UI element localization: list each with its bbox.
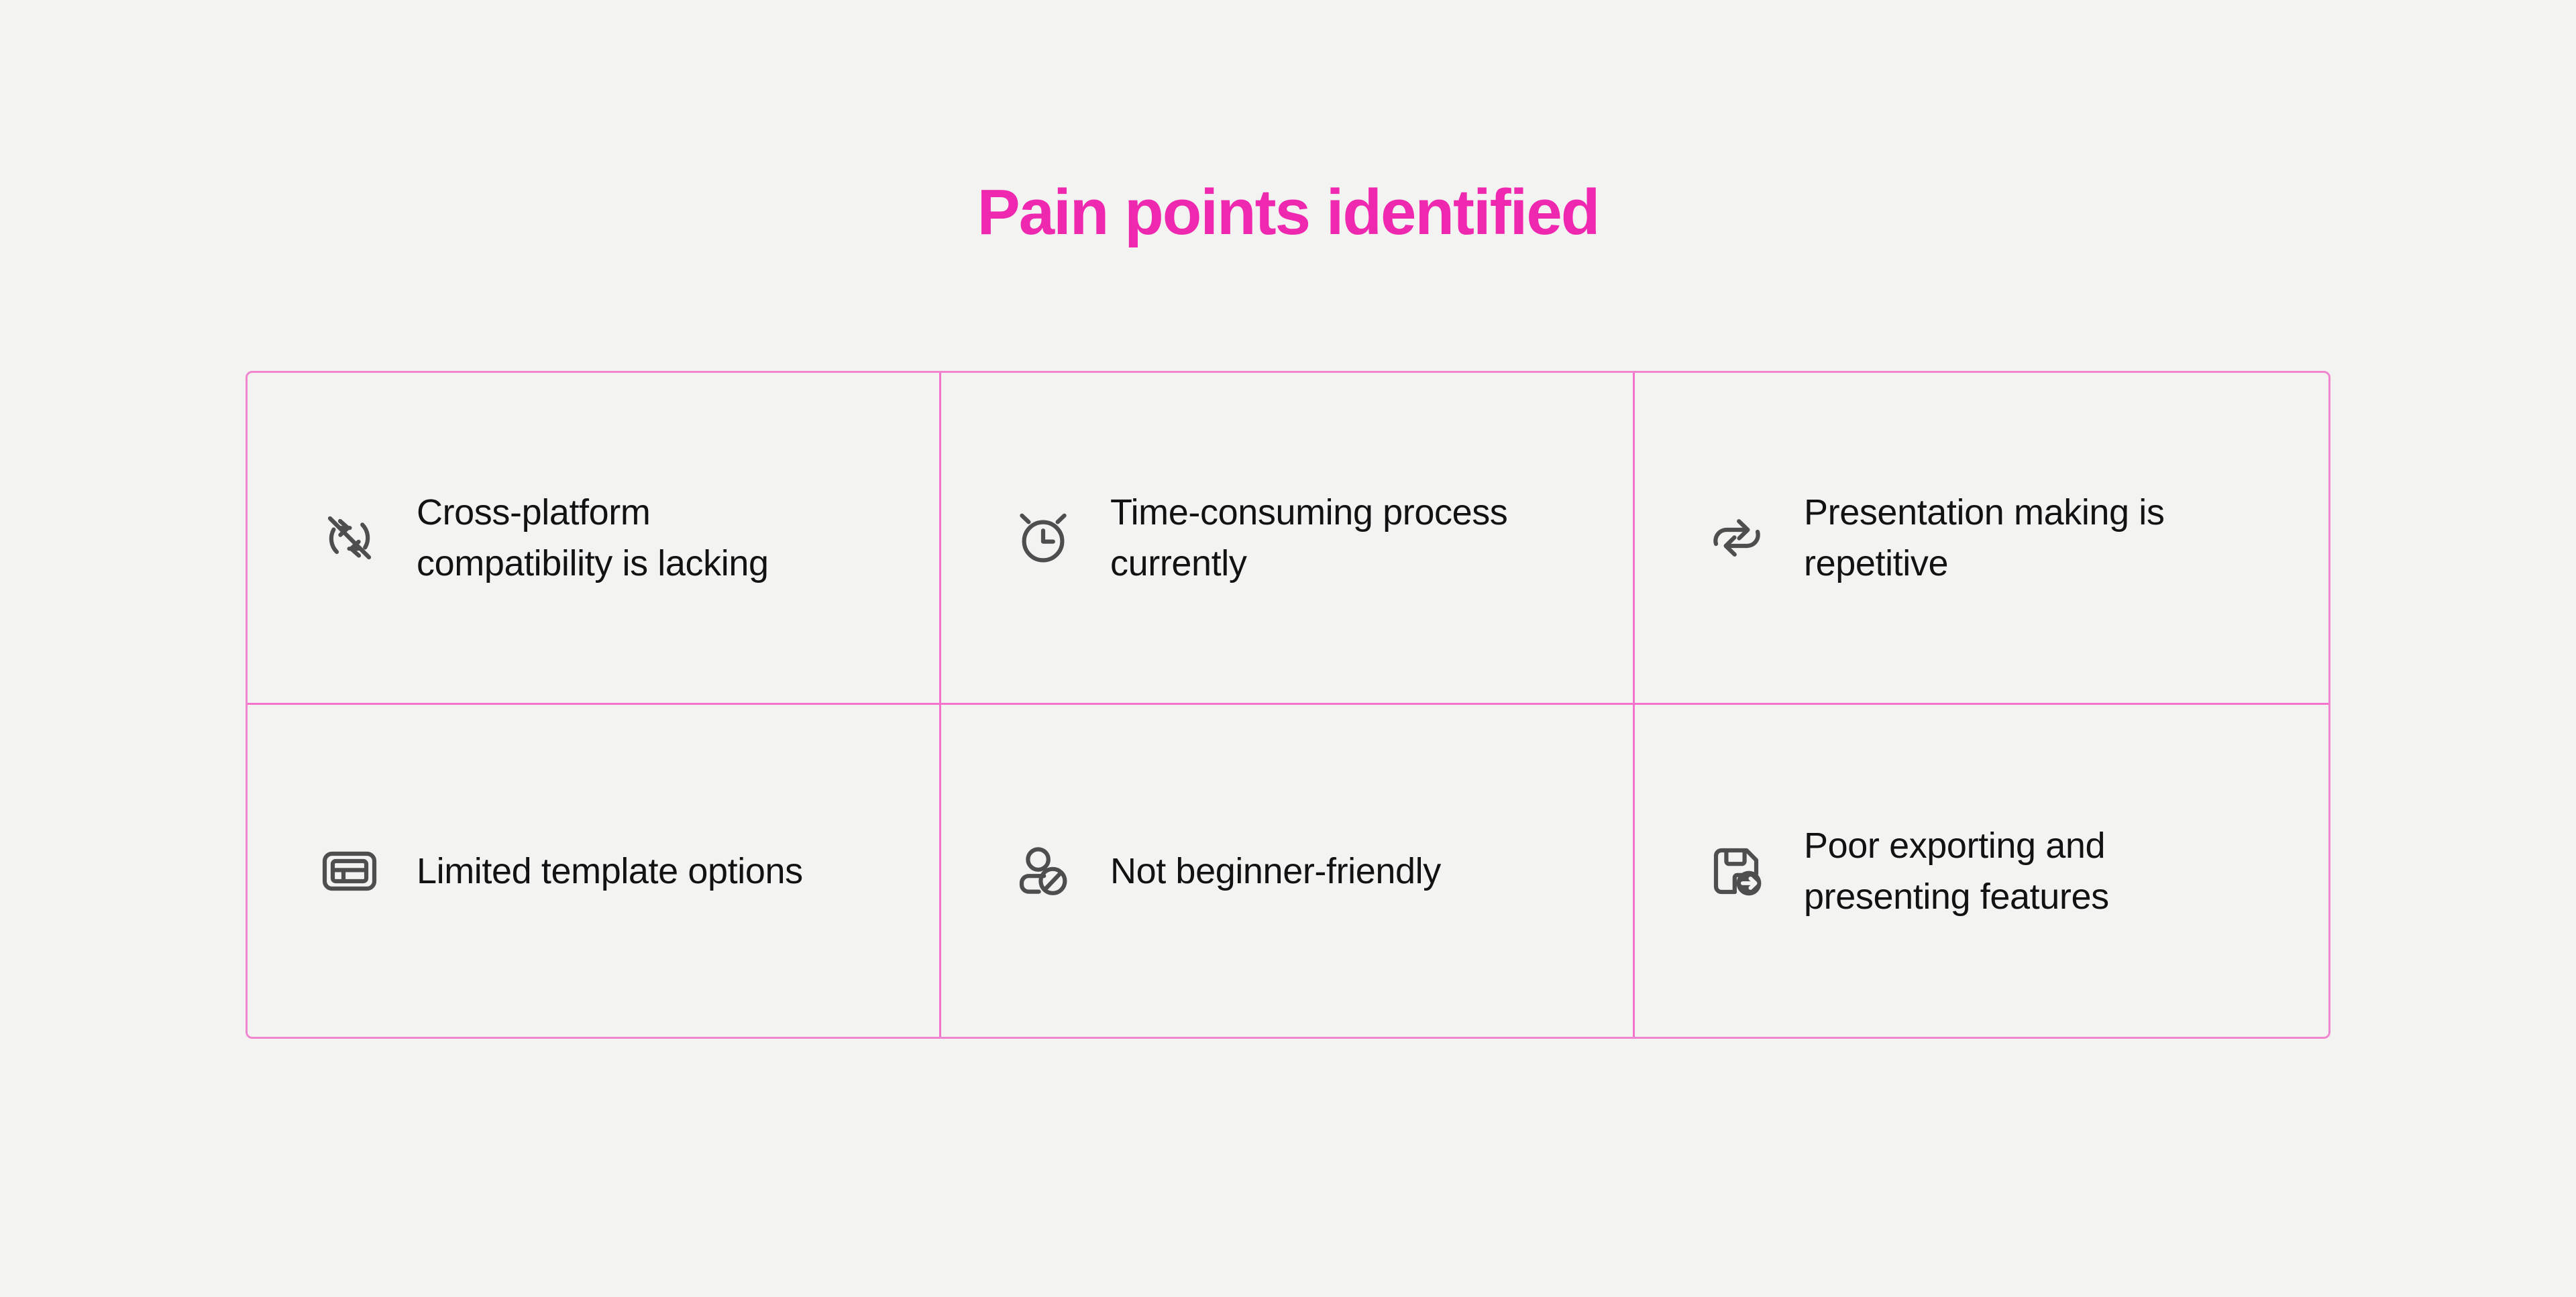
pain-point-label: Presentation making is repetitive	[1804, 492, 2165, 583]
pain-point-card-4[interactable]: Limited template options	[248, 705, 941, 1037]
save-export-icon	[1705, 839, 1769, 903]
page-title: Pain points identified	[977, 176, 1601, 248]
repeat-loop-icon	[1705, 506, 1769, 570]
pain-point-label: Poor exporting and presenting features	[1804, 825, 2109, 917]
user-blocked-icon	[1011, 839, 1075, 903]
pain-point-card-5[interactable]: Not beginner-friendly	[941, 705, 1635, 1037]
pain-points-grid: Cross-platform compatibility is lacking …	[246, 371, 2330, 1039]
pain-point-card-2[interactable]: Time-consuming process currently	[941, 373, 1635, 705]
pain-point-label: Not beginner-friendly	[1110, 850, 1441, 891]
pain-point-label: Limited template options	[417, 850, 803, 891]
pain-point-card-6[interactable]: Poor exporting and presenting features	[1635, 705, 2328, 1037]
pain-point-label: Cross-platform compatibility is lacking	[417, 492, 769, 583]
pain-point-card-3[interactable]: Presentation making is repetitive	[1635, 373, 2328, 705]
sync-off-icon	[317, 506, 382, 570]
pain-point-label: Time-consuming process currently	[1110, 492, 1508, 583]
alarm-clock-icon	[1011, 506, 1075, 570]
layout-template-icon	[317, 839, 382, 903]
pain-point-card-1[interactable]: Cross-platform compatibility is lacking	[248, 373, 941, 705]
